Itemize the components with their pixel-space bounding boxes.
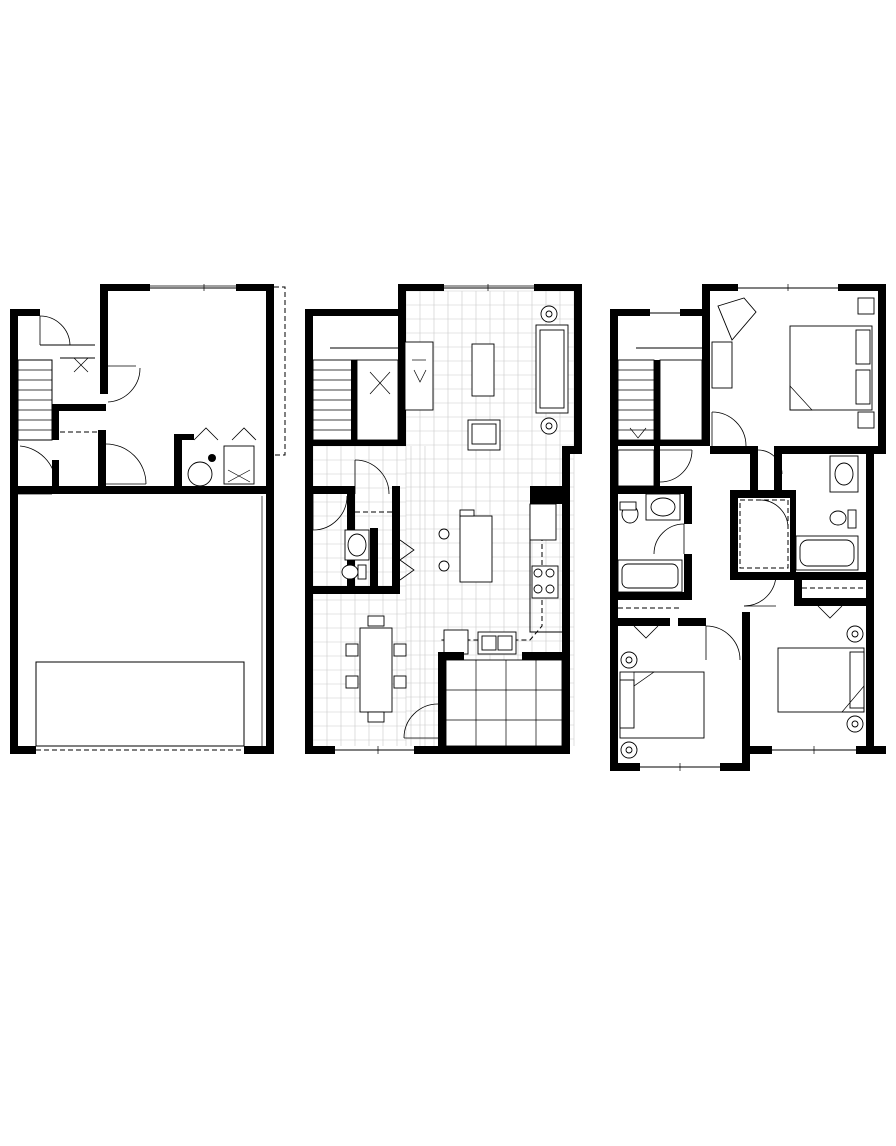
bedroom-3	[743, 573, 865, 733]
mechanical-equipment	[187, 427, 257, 487]
lower-floor-plan	[10, 284, 286, 754]
master-bedroom-furniture	[711, 297, 875, 447]
hall-bath-fixtures	[617, 493, 685, 593]
master-bath-fixtures	[739, 449, 859, 571]
powder-room	[312, 459, 415, 581]
kitchen-fixtures	[438, 503, 559, 655]
upper-stairs	[617, 347, 703, 441]
main-entry	[403, 659, 563, 747]
lower-stairs	[17, 344, 95, 441]
main-floor-plan	[305, 284, 582, 754]
living-room-furniture	[404, 305, 569, 451]
upper-floor-plan	[610, 284, 886, 771]
lower-doors	[18, 315, 147, 495]
dining-furniture	[345, 615, 407, 723]
bedroom-2	[619, 625, 741, 759]
main-stairs	[312, 347, 399, 441]
